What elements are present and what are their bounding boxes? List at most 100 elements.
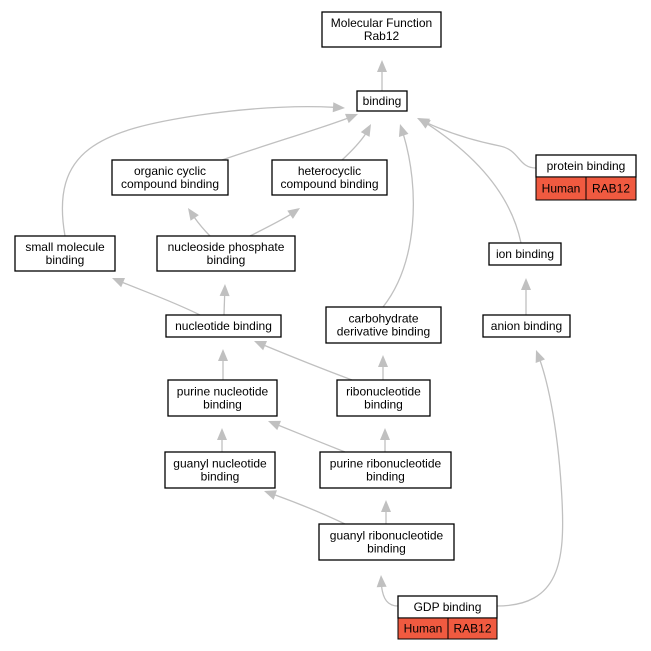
node-label-line: guanyl nucleotide (173, 457, 267, 471)
node-label-line: purine nucleotide (177, 385, 269, 399)
arrowhead (218, 349, 228, 361)
node-label-line: binding (367, 542, 406, 556)
edge-nucleoside-phosphate-to-heterocyclic (249, 207, 301, 237)
edge-purine-nucleotide-to-nucleotide-binding (218, 349, 228, 380)
annotation-label: RAB12 (453, 622, 491, 636)
edge-small-molecule-to-binding (61, 102, 346, 237)
node-label-line: derivative binding (337, 325, 430, 339)
node-binding[interactable]: binding (356, 90, 408, 112)
edge-guanyl-ribonucleotide-to-guanyl-nucleotide (263, 490, 346, 525)
node-label-line: Molecular Function (331, 16, 432, 30)
arrowhead (381, 500, 391, 512)
node-ion-binding[interactable]: ion binding (488, 242, 562, 266)
node-label-line: binding (207, 253, 246, 267)
node-label-line: ribonucleotide (346, 385, 421, 399)
node-box (336, 379, 431, 417)
node-box (356, 90, 408, 112)
node-label-line: purine ribonucleotide (330, 457, 442, 471)
arrowhead (112, 278, 125, 288)
arrowhead (521, 278, 531, 290)
node-box (14, 235, 116, 272)
node-box (325, 306, 442, 344)
node-box (111, 159, 229, 196)
edge-gdp-binding-to-guanyl-ribonucleotide (376, 574, 399, 607)
arrowhead (376, 575, 387, 588)
node-label-line: binding (46, 253, 85, 267)
node-label-line: ion binding (496, 247, 554, 261)
node-box (482, 314, 571, 338)
arrowhead (378, 355, 388, 367)
arrowhead (418, 118, 431, 129)
annotation-label: Human (404, 622, 443, 636)
node-label-line: Rab12 (364, 29, 400, 43)
arrowhead (254, 341, 267, 351)
edge-ion-binding-to-binding (417, 117, 522, 244)
arrowhead (287, 208, 300, 219)
node-label-line: binding (203, 398, 242, 412)
node-label-line: nucleoside phosphate (168, 240, 285, 254)
node-box (156, 235, 296, 272)
edge-nucleotide-binding-to-small-molecule (111, 277, 201, 316)
node-label-line: binding (366, 470, 405, 484)
arrowhead (188, 208, 199, 221)
node-label-line: anion binding (491, 319, 562, 333)
node-label-line: nucleotide binding (175, 319, 272, 333)
node-label-line: small molecule (25, 240, 105, 254)
edge-guanyl-nucleotide-to-purine-nucleotide (217, 428, 227, 452)
node-box (318, 523, 455, 561)
node-label-line: carbohydrate (348, 312, 418, 326)
edges-layer (61, 60, 564, 607)
node-label-line: binding (201, 470, 240, 484)
node-box (167, 379, 278, 417)
edge-protein-binding-to-binding (416, 117, 537, 169)
node-label-line: compound binding (121, 177, 219, 191)
node-label-line: binding (363, 94, 402, 108)
annotation-label: Human (542, 182, 581, 196)
node-label-line: GDP binding (414, 600, 482, 614)
node-label-line: guanyl ribonucleotide (330, 529, 444, 543)
arrowhead (268, 420, 281, 431)
node-box (488, 242, 562, 266)
annotation-label: RAB12 (592, 182, 630, 196)
arrowhead (264, 490, 277, 500)
arrowhead (377, 60, 387, 72)
edge-anion-binding-to-ion-binding (521, 278, 531, 315)
edge-purine-ribonucleotide-to-purine-nucleotide (267, 420, 346, 453)
edge-nucleoside-phosphate-to-organic-cyclic (187, 207, 211, 237)
edge-carbohydrate-derivative-to-binding (382, 123, 414, 308)
node-box (319, 451, 452, 489)
edge-ribonucleotide-to-nucleotide-binding (253, 340, 353, 381)
arrowhead (332, 102, 345, 113)
arrowhead (380, 428, 390, 440)
edge-purine-ribonucleotide-to-ribonucleotide (380, 428, 390, 452)
node-label-line: binding (364, 398, 403, 412)
node-box (164, 451, 276, 489)
node-box (271, 159, 388, 196)
node-box (321, 11, 442, 48)
node-anion-binding[interactable]: anion binding (482, 314, 571, 338)
edge-nucleotide-binding-to-nucleoside-phosphate (219, 283, 230, 316)
node-nucleotide-binding[interactable]: nucleotide binding (165, 314, 282, 338)
node-label-line: protein binding (547, 159, 626, 173)
node-label-line: compound binding (280, 177, 378, 191)
edge-ribonucleotide-to-carbohydrate-derivative (378, 355, 388, 380)
annotation-cell (447, 617, 498, 640)
arrowhead (217, 428, 227, 440)
edge-binding-to-mf-rab12 (377, 60, 387, 91)
node-label-line: heterocyclic (298, 164, 361, 178)
